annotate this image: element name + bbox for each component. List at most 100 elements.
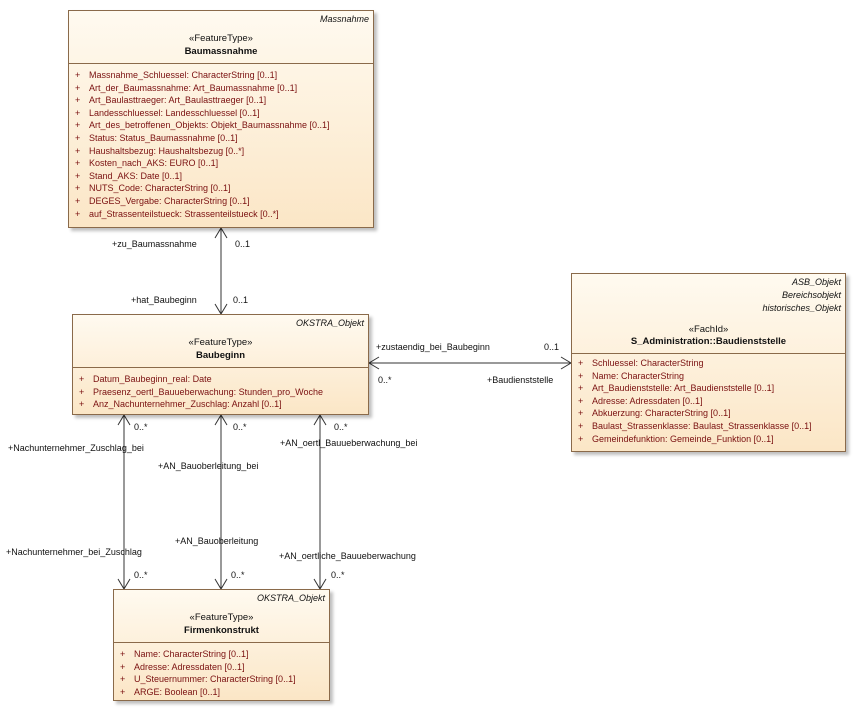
class-header: OKSTRA_Objekt «FeatureType» Firmenkonstr… xyxy=(114,590,329,643)
class-baubeginn[interactable]: OKSTRA_Objekt «FeatureType» Baubeginn +D… xyxy=(72,314,369,415)
attribute-text: auf_Strassenteilstueck: Strassenteilstue… xyxy=(89,208,279,219)
attribute-row[interactable]: +Stand_AKS: Date [0..1] xyxy=(69,170,373,183)
attribute-row[interactable]: +Kosten_nach_AKS: EURO [0..1] xyxy=(69,157,373,170)
attribute-row[interactable]: +Art_Baudienststelle: Art_Baudienststell… xyxy=(572,382,845,395)
attribute-row[interactable]: +Datum_Baubeginn_real: Date xyxy=(73,373,368,386)
class-name: S_Administration::Baudienststelle xyxy=(630,336,787,347)
visibility-marker: + xyxy=(578,408,584,419)
attribute-row[interactable]: +Art_der_Baumassnahme: Art_Baumassnahme … xyxy=(69,82,373,95)
attribute-row[interactable]: + Status: Status_Baumassnahme [0..1] xyxy=(69,132,373,145)
visibility-marker: + xyxy=(75,145,81,156)
visibility-marker: + xyxy=(75,158,81,169)
attribute-text: Art_des_betroffenen_Objekts: Objekt_Baum… xyxy=(89,120,330,131)
role-label: +zu_Baumassnahme xyxy=(112,239,197,249)
attribute-text: Anz_Nachunternehmer_Zuschlag: Anzahl [0.… xyxy=(93,399,282,410)
parent-class-label: OKSTRA_Objekt xyxy=(295,318,364,328)
role-label: +Baudienststelle xyxy=(487,375,554,385)
arrowhead xyxy=(313,414,327,426)
multiplicity-label: 0..* xyxy=(134,422,148,432)
visibility-marker: + xyxy=(578,395,584,406)
attribute-row[interactable]: +U_Steuernummer: CharacterString [0..1] xyxy=(114,673,329,686)
visibility-marker: + xyxy=(75,132,81,143)
attribute-row[interactable]: + Adresse: Adressdaten [0..1] xyxy=(572,395,845,408)
arrowhead xyxy=(117,414,131,426)
parent-class-label: OKSTRA_Objekt xyxy=(256,593,325,603)
attribute-row[interactable]: +Praesenz_oertl_Bauueberwachung: Stunden… xyxy=(73,386,368,399)
arrowhead xyxy=(368,356,380,370)
multiplicity-label: 0..* xyxy=(378,375,392,385)
attribute-row[interactable]: +Abkuerzung: CharacterString [0..1] xyxy=(572,407,845,420)
visibility-marker: + xyxy=(578,433,584,444)
attribute-row[interactable]: +ARGE: Boolean [0..1] xyxy=(114,686,329,699)
visibility-marker: + xyxy=(578,383,584,394)
attribute-row[interactable]: + auf_Strassenteilstueck: Strassenteilstu… xyxy=(69,208,373,221)
multiplicity-label: 0..* xyxy=(334,422,348,432)
visibility-marker: + xyxy=(120,686,126,697)
stereotype-label: «FeatureType» xyxy=(189,33,253,44)
stereotype-label: «FeatureType» xyxy=(189,612,254,623)
class-header: OKSTRA_Objekt «FeatureType» Baubeginn xyxy=(73,315,368,368)
attribute-row[interactable]: + Gemeindefunktion: Gemeinde_Funktion [0.… xyxy=(572,433,845,446)
class-baudienststelle[interactable]: ASB_Objekt Bereichsobjekt historisches_O… xyxy=(571,273,846,452)
visibility-marker: + xyxy=(578,358,584,368)
attribute-text: Massnahme_Schluessel: CharacterString [0… xyxy=(89,70,278,80)
attribute-row[interactable]: +DEGES_Vergabe: CharacterString [0..1] xyxy=(69,195,373,208)
class-baumassnahme[interactable]: Massnahme «FeatureType» Baumassnahme +Ma… xyxy=(68,10,374,228)
parent-class-label: Bereichsobjekt xyxy=(781,290,841,300)
arrowhead xyxy=(214,227,228,239)
multiplicity-label: 0..1 xyxy=(233,295,249,305)
visibility-marker: + xyxy=(75,120,81,131)
attribute-text: Baulast_Strassenklasse: Baulast_Strassen… xyxy=(592,420,812,431)
attribute-row[interactable]: +Anz_Nachunternehmer_Zuschlag: Anzahl [0… xyxy=(73,398,368,411)
multiplicity-label: 0..* xyxy=(331,570,345,580)
visibility-marker: + xyxy=(79,374,85,384)
attribute-row[interactable]: + Baulast_Strassenklasse: Baulast_Strasse… xyxy=(572,420,845,433)
attribute-text: Landesschluessel: Landesschluessel [0..1… xyxy=(89,107,260,118)
multiplicity-label: 0..* xyxy=(233,422,247,432)
attribute-row[interactable]: + Landesschluessel: Landesschluessel [0..… xyxy=(69,107,373,120)
attribute-row[interactable]: +Art_Baulasttraeger: Art_Baulasttraeger … xyxy=(69,94,373,107)
class-name: Firmenkonstrukt xyxy=(184,625,259,636)
arrowhead xyxy=(214,414,228,426)
role-label: +Nachunternehmer_Zuschlag_bei xyxy=(8,443,144,453)
attribute-text: U_Steuernummer: CharacterString [0..1] xyxy=(134,674,296,685)
visibility-marker: + xyxy=(75,208,81,219)
class-name: Baumassnahme xyxy=(184,46,258,57)
visibility-marker: + xyxy=(75,107,81,118)
multiplicity-label: 0..* xyxy=(134,570,148,580)
attribute-text: Name: CharacterString [0..1] xyxy=(134,649,249,659)
parent-class-label: ASB_Objekt xyxy=(791,277,841,287)
visibility-marker: + xyxy=(75,70,81,80)
attribute-row[interactable]: + Name: CharacterString [0..1] xyxy=(114,648,329,661)
attribute-list: + Schluessel: CharacterString + Name: Chara… xyxy=(572,354,845,445)
visibility-marker: + xyxy=(79,386,85,397)
attribute-row[interactable]: + Art_des_betroffenen_Objekts: Objekt_Bau… xyxy=(69,119,373,132)
attribute-row[interactable]: +Haushaltsbezug: Haushaltsbezug [0..*] xyxy=(69,145,373,158)
attribute-text: Status: Status_Baumassnahme [0..1] xyxy=(89,132,238,143)
stereotype-label: «FeatureType» xyxy=(188,337,253,348)
attribute-row[interactable]: + NUTS_Code: CharacterString [0..1] xyxy=(69,182,373,195)
visibility-marker: + xyxy=(120,649,126,659)
visibility-marker: + xyxy=(578,420,584,431)
attribute-text: Gemeindefunktion: Gemeinde_Funktion [0..… xyxy=(592,433,774,444)
role-label: +AN_Bauoberleitung xyxy=(175,536,259,546)
visibility-marker: + xyxy=(75,183,81,194)
attribute-row[interactable]: +Adresse: Adressdaten [0..1] xyxy=(114,661,329,674)
class-firmenkonstrukt[interactable]: OKSTRA_Objekt «FeatureType» Firmenkonstr… xyxy=(113,589,330,701)
attribute-text: NUTS_Code: CharacterString [0..1] xyxy=(89,183,231,194)
role-label: +AN_oertl_Bauueberwachung_bei xyxy=(280,438,418,448)
parent-class-label: historisches_Objekt xyxy=(762,303,841,313)
role-label: +hat_Baubeginn xyxy=(131,295,197,305)
attribute-text: Adresse: Adressdaten [0..1] xyxy=(592,395,703,406)
attribute-text: Name: CharacterString xyxy=(592,370,685,381)
attribute-row[interactable]: + Massnahme_Schluessel: CharacterString [… xyxy=(69,69,373,82)
role-label: +zustaendig_bei_Baubeginn xyxy=(376,342,490,352)
attribute-text: Schluessel: CharacterString xyxy=(592,358,704,368)
multiplicity-label: 0..1 xyxy=(544,342,560,352)
attribute-row[interactable]: + Name: CharacterString xyxy=(572,370,845,383)
attribute-list: + Massnahme_Schluessel: CharacterString [… xyxy=(69,64,373,220)
attribute-list: +Datum_Baubeginn_real: Date+Praesenz_oer… xyxy=(73,368,368,411)
visibility-marker: + xyxy=(578,370,584,381)
attribute-row[interactable]: + Schluessel: CharacterString xyxy=(572,357,845,370)
